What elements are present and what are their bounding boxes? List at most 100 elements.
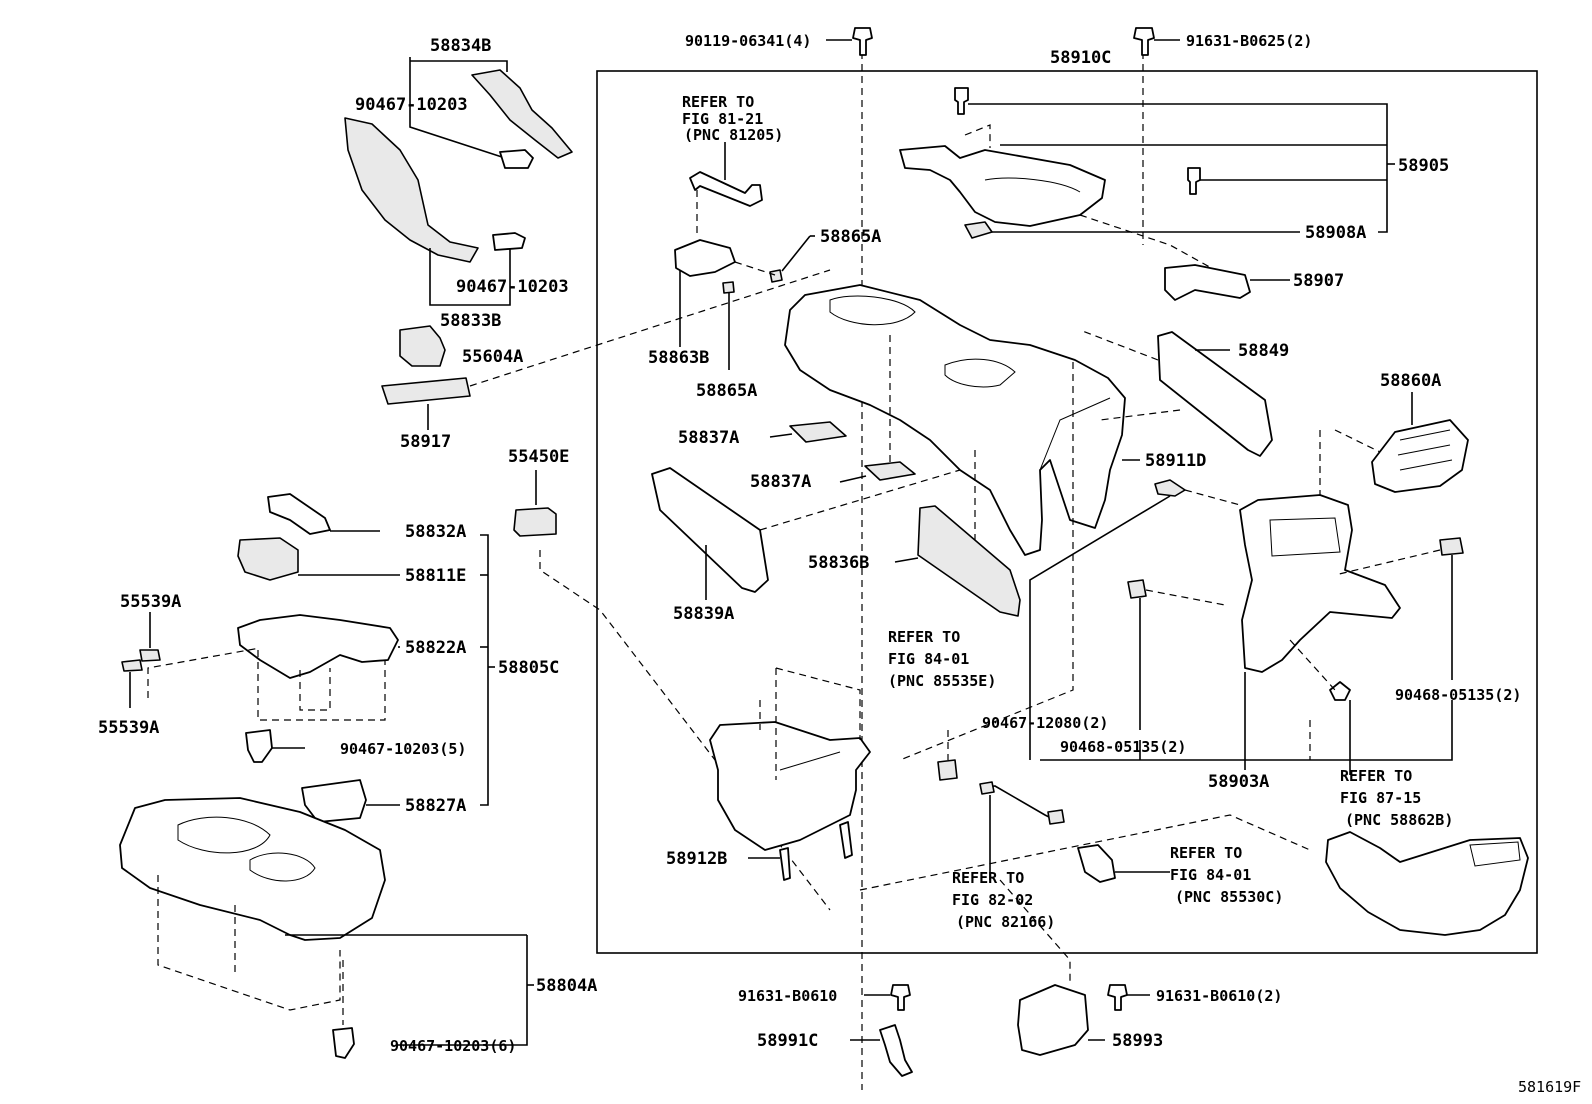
label-58839A: 58839A xyxy=(673,604,734,624)
label-58993: 58993 xyxy=(1112,1031,1163,1051)
label-91631-B0625: 91631-B0625(2) xyxy=(1186,32,1312,50)
label-58912B: 58912B xyxy=(666,849,727,869)
part-shift-rod xyxy=(689,171,763,207)
label-90468-05135-a: 90468-05135(2) xyxy=(1060,738,1186,756)
svg-text:(PNC 82166): (PNC 82166) xyxy=(956,913,1055,931)
part-58804A xyxy=(119,797,386,941)
ref-fig-87-15: REFER TO FIG 87-15 (PNC 58862B) xyxy=(1340,767,1453,829)
label-58822A: 58822A xyxy=(405,638,466,658)
svg-text:REFER TO: REFER TO xyxy=(682,93,754,111)
part-55539A-a xyxy=(139,649,161,662)
part-58907 xyxy=(1164,264,1251,301)
label-55539A-a: 55539A xyxy=(120,592,181,612)
part-58865A-a xyxy=(769,269,783,283)
label-91631-B0610-a: 91631-B0610 xyxy=(738,987,837,1005)
label-55539A-b: 55539A xyxy=(98,718,159,738)
bolt-91631-B0610-b xyxy=(1107,984,1128,1011)
svg-text:FIG 84-01: FIG 84-01 xyxy=(888,650,969,668)
part-58837A-a xyxy=(789,421,847,443)
svg-text:REFER TO: REFER TO xyxy=(1170,844,1242,862)
label-58834B: 58834B xyxy=(430,36,491,56)
label-58917: 58917 xyxy=(400,432,451,452)
label-90467-10203-a: 90467-10203 xyxy=(355,95,468,115)
part-58993 xyxy=(1017,984,1089,1056)
svg-text:FIG 82-02: FIG 82-02 xyxy=(952,891,1033,909)
label-58911D: 58911D xyxy=(1145,451,1206,471)
figure-code: 581619F xyxy=(1518,1078,1581,1096)
part-58917 xyxy=(381,377,471,405)
part-armrest-lid xyxy=(899,145,1106,227)
bolt-91631-B0610-a xyxy=(890,984,911,1011)
part-90467-10203-clip xyxy=(245,729,273,763)
svg-text:(PNC 58862B): (PNC 58862B) xyxy=(1345,811,1453,829)
part-55539A-b xyxy=(121,659,143,672)
label-58837A-a: 58837A xyxy=(678,428,739,448)
label-58832A: 58832A xyxy=(405,522,466,542)
svg-text:(PNC 85530C): (PNC 85530C) xyxy=(1175,888,1283,906)
part-58991C xyxy=(879,1024,913,1077)
label-58827A: 58827A xyxy=(405,796,466,816)
label-90119-06341: 90119-06341(4) xyxy=(685,32,811,50)
assembly-frame xyxy=(596,70,1538,954)
svg-text:REFER TO: REFER TO xyxy=(952,869,1024,887)
part-58911D-clip xyxy=(1154,479,1186,497)
label-58865A-b: 58865A xyxy=(696,381,757,401)
label-58908A: 58908A xyxy=(1305,223,1366,243)
label-58804A: 58804A xyxy=(536,976,597,996)
part-90467-10203-6-clip xyxy=(332,1027,355,1059)
svg-text:(PNC 81205): (PNC 81205) xyxy=(684,126,783,144)
part-58862B-duct xyxy=(1325,831,1529,936)
svg-text:FIG 87-15: FIG 87-15 xyxy=(1340,789,1421,807)
part-58833B-group xyxy=(344,117,526,306)
bolt-91631-B0625 xyxy=(1133,27,1155,56)
ref-fig-82-02: REFER TO FIG 82-02 (PNC 82166) xyxy=(952,869,1055,931)
part-58827A xyxy=(301,779,367,823)
bolt-90468-rear xyxy=(1329,681,1351,701)
part-58822A xyxy=(237,614,399,679)
label-58836B: 58836B xyxy=(808,553,869,573)
label-58805C: 58805C xyxy=(498,658,559,678)
label-58991C: 58991C xyxy=(757,1031,818,1051)
svg-text:FIG 81-21: FIG 81-21 xyxy=(682,110,763,128)
label-58860A: 58860A xyxy=(1380,371,1441,391)
label-58903A: 58903A xyxy=(1208,772,1269,792)
part-58837A-b xyxy=(864,461,916,481)
part-58912B-box xyxy=(709,721,871,851)
svg-text:FIG 84-01: FIG 84-01 xyxy=(1170,866,1251,884)
part-58860A-vent xyxy=(1371,419,1469,493)
label-58910C: 58910C xyxy=(1050,48,1111,68)
bolt-90119-06341 xyxy=(852,27,873,56)
label-90467-10203-b: 90467-10203 xyxy=(456,277,569,297)
label-58863B: 58863B xyxy=(648,348,709,368)
label-58865A-a: 58865A xyxy=(820,227,881,247)
label-58907: 58907 xyxy=(1293,271,1344,291)
part-55604A xyxy=(399,325,446,367)
label-58811E: 58811E xyxy=(405,566,466,586)
part-85535E-switch xyxy=(937,759,958,781)
label-90467-10203-5: 90467-10203(5) xyxy=(340,740,466,758)
label-90467-10203-6: 90467-10203(6) xyxy=(390,1037,516,1055)
part-58908A-pad xyxy=(964,221,993,239)
part-90468-05135-clip-b xyxy=(1439,537,1464,556)
ref-fig-81-21: REFER TO FIG 81-21 (PNC 81205) xyxy=(682,93,783,144)
label-91631-B0610-b: 91631-B0610(2) xyxy=(1156,987,1282,1005)
part-58905-bolt-b xyxy=(1187,167,1201,195)
label-55450E: 55450E xyxy=(508,447,569,467)
label-90467-12080: 90467-12080(2) xyxy=(982,714,1108,732)
label-58849: 58849 xyxy=(1238,341,1289,361)
part-58903A-panel xyxy=(1239,494,1401,673)
part-58832A xyxy=(267,493,331,535)
part-58910C-console xyxy=(784,284,1126,556)
part-58863B xyxy=(674,239,736,277)
svg-text:(PNC 85535E): (PNC 85535E) xyxy=(888,672,996,690)
ref-fig-84-01-b: REFER TO FIG 84-01 (PNC 85530C) xyxy=(1170,844,1283,906)
part-58905-bolt-a xyxy=(954,87,969,115)
label-58833B: 58833B xyxy=(440,311,501,331)
label-58905: 58905 xyxy=(1398,156,1449,176)
part-58834B-group xyxy=(409,57,573,169)
label-55604A: 55604A xyxy=(462,347,523,367)
part-58811E xyxy=(237,537,299,581)
part-58865A-b xyxy=(722,281,735,294)
